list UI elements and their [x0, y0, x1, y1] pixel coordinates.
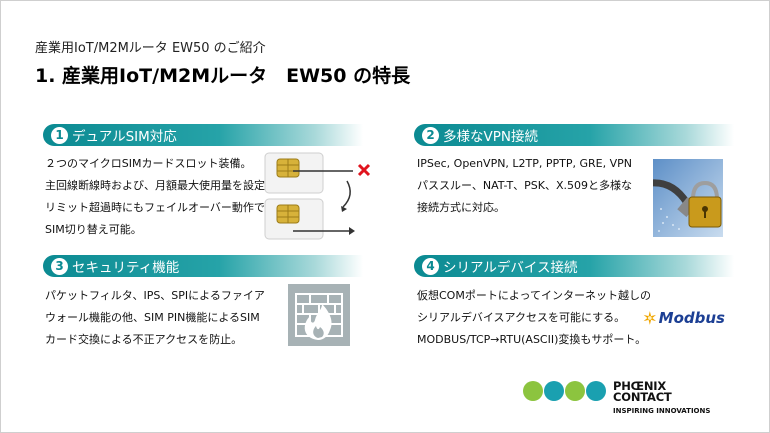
decor-dot	[565, 381, 585, 401]
section-header-vpn: 2 多様なVPN接続	[414, 124, 734, 146]
body-line: パケットフィルタ、IPS、SPIによるファイア	[45, 289, 265, 302]
brand-line1: PHŒNIX	[613, 379, 667, 393]
phoenix-contact-logo: PHŒNIX CONTACT INSPIRING INNOVATIONS	[613, 379, 711, 415]
body-line: SIM切り替え可能。	[45, 223, 142, 236]
body-line: 仮想COMポートによってインターネット越しの	[417, 289, 651, 302]
section-number: 2	[422, 126, 439, 144]
modbus-logo-text: Modbus	[658, 309, 725, 327]
section-heading: 多様なVPN接続	[443, 129, 538, 145]
section-number: 3	[51, 257, 68, 275]
section-body-vpn: IPSec, OpenVPN, L2TP, PPTP, GRE, VPN パスス…	[417, 153, 632, 219]
footer-dots	[523, 381, 607, 401]
decor-dot	[544, 381, 564, 401]
section-header-security: 3 セキュリティ機能	[43, 255, 363, 277]
body-line: 接続方式に対応。	[417, 201, 505, 214]
body-line: ウォール機能の他、SIM PIN機能によるSIM	[45, 311, 260, 324]
decor-dot	[586, 381, 606, 401]
section-number: 1	[51, 126, 68, 144]
brand-line2: CONTACT	[613, 390, 672, 404]
body-line: 主回線断線時および、月額最大使用量を設定し、	[45, 179, 287, 192]
decor-dot	[523, 381, 543, 401]
section-header-serial: 4 シリアルデバイス接続	[414, 255, 734, 277]
slide-title: 1. 産業用IoT/M2Mルータ EW50 の特長	[35, 65, 411, 87]
body-line: リミット超過時にもフェイルオーバー動作で	[45, 201, 265, 214]
section-body-serial: 仮想COMポートによってインターネット越しの シリアルデバイスアクセスを可能にす…	[417, 285, 651, 351]
section-number: 4	[422, 257, 439, 275]
section-heading: デュアルSIM対応	[72, 129, 177, 145]
section-header-dual-sim: 1 デュアルSIM対応	[43, 124, 363, 146]
slide-subtitle: 産業用IoT/M2Mルータ EW50 のご紹介	[35, 41, 266, 56]
section-heading: セキュリティ機能	[72, 260, 180, 276]
body-line: IPSec, OpenVPN, L2TP, PPTP, GRE, VPN	[417, 157, 633, 170]
body-line: カード交換による不正アクセスを防止。	[45, 333, 243, 346]
vpn-lock-cable-icon	[653, 159, 723, 237]
section-body-dual-sim: ２つのマイクロSIMカードスロット装備。 主回線断線時および、月額最大使用量を設…	[45, 153, 287, 241]
modbus-logo: Modbus	[643, 306, 725, 330]
section-body-security: パケットフィルタ、IPS、SPIによるファイア ウォール機能の他、SIM PIN…	[45, 285, 265, 351]
body-line: シリアルデバイスアクセスを可能にする。	[417, 311, 626, 324]
modbus-star-icon	[643, 311, 657, 325]
dual-sim-icon	[264, 152, 371, 240]
firewall-icon	[288, 284, 350, 346]
section-heading: シリアルデバイス接続	[443, 260, 578, 276]
body-line: MODBUS/TCP→RTU(ASCII)変換もサポート。	[417, 333, 647, 346]
body-line: パススルー、NAT-T、PSK、X.509と多様な	[417, 179, 633, 192]
body-line: ２つのマイクロSIMカードスロット装備。	[45, 157, 252, 170]
brand-tagline: INSPIRING INNOVATIONS	[613, 407, 711, 415]
